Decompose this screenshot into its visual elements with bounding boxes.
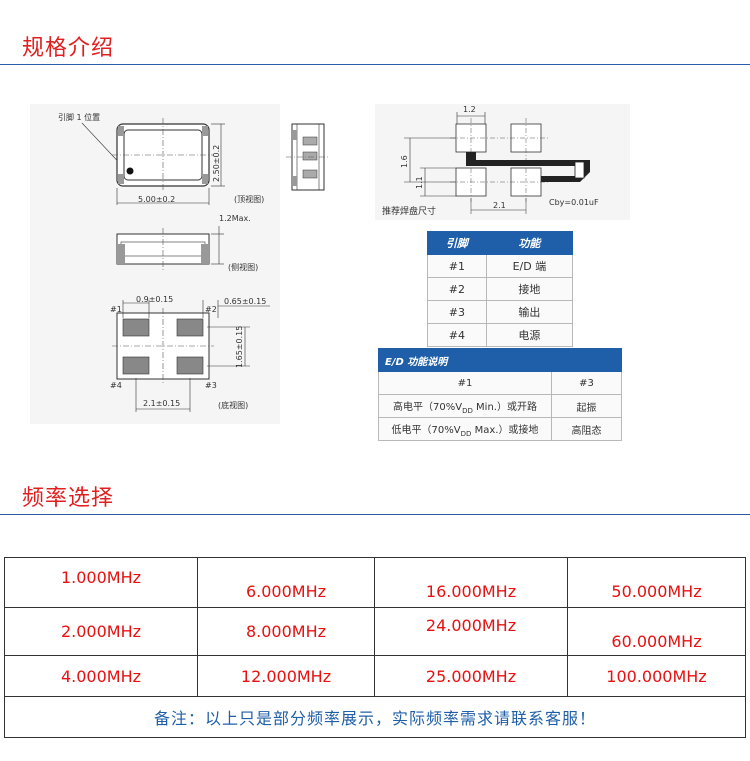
length-dimension: 5.00±0.2 bbox=[138, 195, 175, 204]
table-row: 高电平（70%VDD Min.）或开路 起振 bbox=[378, 394, 622, 418]
freq-section-rule bbox=[0, 514, 750, 515]
land-pitch-dimension: 2.1 bbox=[493, 201, 506, 210]
side-view-label: (侧视图) bbox=[228, 262, 258, 272]
table-row: 低电平（70%VDD Max.）或接地 高阻态 bbox=[378, 417, 622, 441]
pad-vertical-pitch: 1.65±0.15 bbox=[235, 326, 244, 368]
ed-result-low: 高阻态 bbox=[551, 417, 622, 441]
top-view-label: (顶视图) bbox=[234, 194, 264, 204]
land-width-dimension: 1.2 bbox=[463, 105, 476, 114]
pin-label-4: #4 bbox=[110, 381, 122, 390]
function-cell: 电源 bbox=[485, 323, 574, 347]
capacitor-note: Cby=0.01uF bbox=[549, 198, 599, 207]
frequency-cell: 24.000MHz bbox=[374, 607, 568, 656]
land-height-dimension-1: 1.6 bbox=[400, 155, 409, 168]
frequency-cell: 1.000MHz bbox=[4, 557, 198, 608]
land-pattern-caption: 推荐焊盘尺寸 bbox=[382, 205, 436, 217]
pin-label-1: #1 bbox=[110, 305, 122, 314]
ed-condition-high: 高电平（70%VDD Min.）或开路 bbox=[378, 394, 552, 418]
table-row: 备注：以上只是部分频率展示，实际频率需求请联系客服！ bbox=[4, 696, 746, 738]
table-row: #4 电源 bbox=[427, 323, 574, 347]
spec-section-rule bbox=[0, 64, 750, 65]
pad-gap-dimension: 0.65±0.15 bbox=[224, 297, 266, 306]
freq-section-title: 频率选择 bbox=[22, 486, 115, 511]
pin-cell: #3 bbox=[427, 300, 487, 324]
function-cell: E/D 端 bbox=[485, 254, 574, 278]
table-row: 2.000MHz 8.000MHz 24.000MHz 60.000MHz bbox=[4, 607, 746, 656]
table-row: 1.000MHz 6.000MHz 16.000MHz 50.000MHz bbox=[4, 557, 746, 608]
spec-section-title: 规格介绍 bbox=[22, 36, 115, 61]
ed-col1-header: #1 bbox=[378, 371, 552, 395]
frequency-cell: 2.000MHz bbox=[4, 607, 198, 656]
dimension-drawing: 引脚 1 位置 5.00±0.2 2.50±0.2 (顶视图) 1.2Max. … bbox=[58, 105, 599, 412]
pad-width-dimension: 0.9±0.15 bbox=[136, 295, 173, 304]
frequency-cell: 4.000MHz bbox=[4, 655, 198, 697]
frequency-cell: 8.000MHz bbox=[197, 607, 375, 656]
ed-result-high: 起振 bbox=[551, 394, 622, 418]
frequency-cell: 25.000MHz bbox=[374, 655, 568, 697]
frequency-note: 备注：以上只是部分频率展示，实际频率需求请联系客服！ bbox=[4, 696, 746, 738]
ed-table-title: E/D 功能说明 bbox=[378, 348, 622, 372]
table-row: #3 输出 bbox=[427, 300, 574, 324]
table-row: #1 E/D 端 bbox=[427, 254, 574, 278]
width-dimension: 2.50±0.2 bbox=[212, 145, 221, 182]
pin-cell: #4 bbox=[427, 323, 487, 347]
pin-cell: #2 bbox=[427, 277, 487, 301]
frequency-table: 1.000MHz 6.000MHz 16.000MHz 50.000MHz 2.… bbox=[4, 557, 746, 738]
frequency-cell: 100.000MHz bbox=[567, 655, 746, 697]
ed-function-table: E/D 功能说明 #1 #3 高电平（70%VDD Min.）或开路 起振 低电… bbox=[378, 348, 622, 441]
ed-col3-header: #3 bbox=[551, 371, 622, 395]
pin-label-2: #2 bbox=[205, 305, 217, 314]
pin-label-3: #3 bbox=[205, 381, 217, 390]
bottom-view-label: (底视图) bbox=[218, 400, 248, 410]
frequency-cell: 50.000MHz bbox=[567, 557, 746, 608]
frequency-cell: 16.000MHz bbox=[374, 557, 568, 608]
pad-horizontal-pitch: 2.1±0.15 bbox=[143, 399, 180, 408]
table-row: #2 接地 bbox=[427, 277, 574, 301]
frequency-cell: 60.000MHz bbox=[567, 607, 746, 656]
function-cell: 接地 bbox=[485, 277, 574, 301]
pin-function-table: 引脚 功能 #1 E/D 端 #2 接地 #3 输出 #4 电源 bbox=[427, 231, 574, 347]
pin1-position-label: 引脚 1 位置 bbox=[58, 112, 100, 122]
frequency-cell: 6.000MHz bbox=[197, 557, 375, 608]
ed-condition-low: 低电平（70%VDD Max.）或接地 bbox=[378, 417, 552, 441]
pin-table-header-function: 功能 bbox=[485, 231, 574, 255]
frequency-cell: 12.000MHz bbox=[197, 655, 375, 697]
pin-cell: #1 bbox=[427, 254, 487, 278]
pin-table-header-pin: 引脚 bbox=[427, 231, 487, 255]
function-cell: 输出 bbox=[485, 300, 574, 324]
table-row: #1 #3 bbox=[378, 371, 622, 395]
land-height-dimension-2: 1.1 bbox=[415, 176, 424, 189]
table-row: 4.000MHz 12.000MHz 25.000MHz 100.000MHz bbox=[4, 655, 746, 697]
max-height-label: 1.2Max. bbox=[219, 214, 251, 223]
